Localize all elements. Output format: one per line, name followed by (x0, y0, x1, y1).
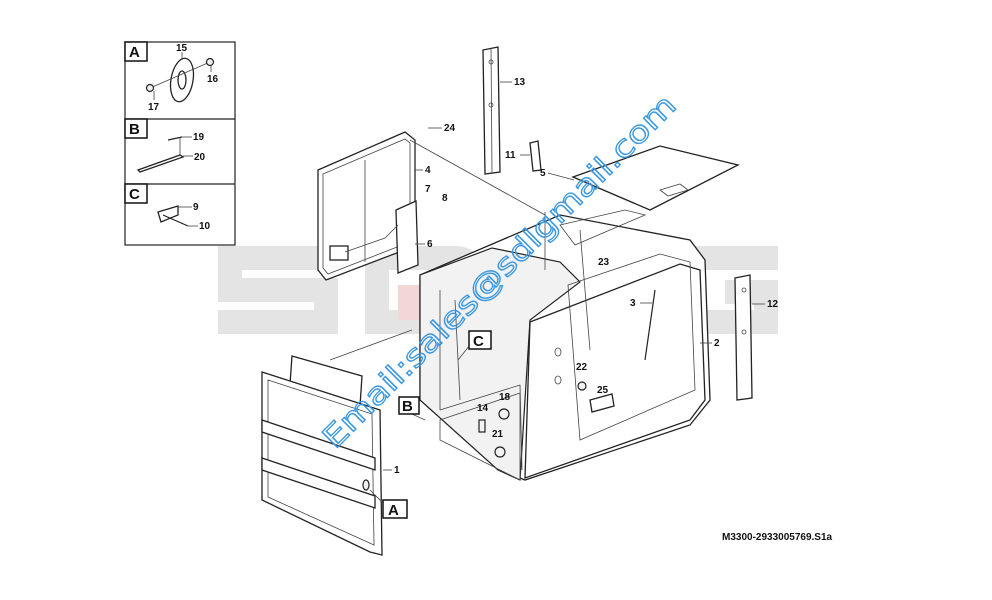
part-25 (589, 393, 615, 413)
gas-strut (644, 289, 656, 361)
svg-text:A: A (388, 502, 399, 519)
svg-text:B: B (129, 121, 140, 138)
drawing-code: M3300-2933005769.S1a (722, 532, 833, 543)
callout-5: 5 (540, 168, 546, 179)
detail-ref-b: B (398, 396, 420, 415)
svg-text:20: 20 (194, 152, 206, 163)
callout-13: 13 (514, 77, 526, 88)
detail-panel-c: C 9 10 (124, 183, 211, 232)
front-door (261, 355, 383, 556)
detail-panel-b: B 19 20 (124, 118, 206, 173)
svg-text:15: 15 (176, 43, 188, 54)
svg-text:19: 19 (193, 132, 205, 143)
post-13 (482, 46, 501, 175)
svg-text:10: 10 (199, 221, 211, 232)
svg-text:A: A (129, 44, 140, 61)
callout-2: 2 (714, 338, 720, 349)
detail-panels: A 15 16 17 B 19 20 C (124, 41, 236, 246)
detail-ref-c: C (468, 330, 492, 350)
part-18 (498, 408, 510, 420)
watermark-accent (398, 285, 420, 320)
cab-frame (419, 209, 711, 481)
svg-text:B: B (402, 398, 413, 415)
detail-panel-a: A 15 16 17 (124, 41, 219, 113)
part-22 (577, 381, 587, 391)
detail-ref-a: A (382, 499, 408, 519)
callout-1: 1 (394, 465, 400, 476)
callout-numbers: 13 24 11 4 5 7 8 6 23 3 12 2 22 25 18 14… (394, 77, 779, 476)
callout-6: 6 (427, 239, 433, 250)
callout-25: 25 (597, 385, 609, 396)
callout-4: 4 (425, 165, 431, 176)
callout-21: 21 (492, 429, 504, 440)
callout-8: 8 (442, 193, 448, 204)
svg-text:17: 17 (148, 102, 160, 113)
callout-18: 18 (499, 392, 511, 403)
callout-14: 14 (477, 403, 489, 414)
svg-text:C: C (473, 333, 484, 350)
svg-text:C: C (129, 186, 140, 203)
callout-22: 22 (576, 362, 588, 373)
part-14 (478, 419, 486, 433)
rear-door-panel (317, 131, 419, 281)
callout-24: 24 (444, 123, 456, 134)
part-21 (494, 446, 506, 458)
callout-7: 7 (425, 184, 431, 195)
roof-plate (571, 145, 740, 211)
callout-12: 12 (767, 299, 779, 310)
post-12 (734, 274, 753, 401)
svg-text:16: 16 (207, 74, 219, 85)
callout-11: 11 (505, 150, 516, 161)
part-11 (529, 140, 542, 172)
callout-3: 3 (630, 298, 636, 309)
leader-lines (329, 81, 765, 506)
callout-23: 23 (598, 257, 610, 268)
svg-text:9: 9 (193, 202, 199, 213)
